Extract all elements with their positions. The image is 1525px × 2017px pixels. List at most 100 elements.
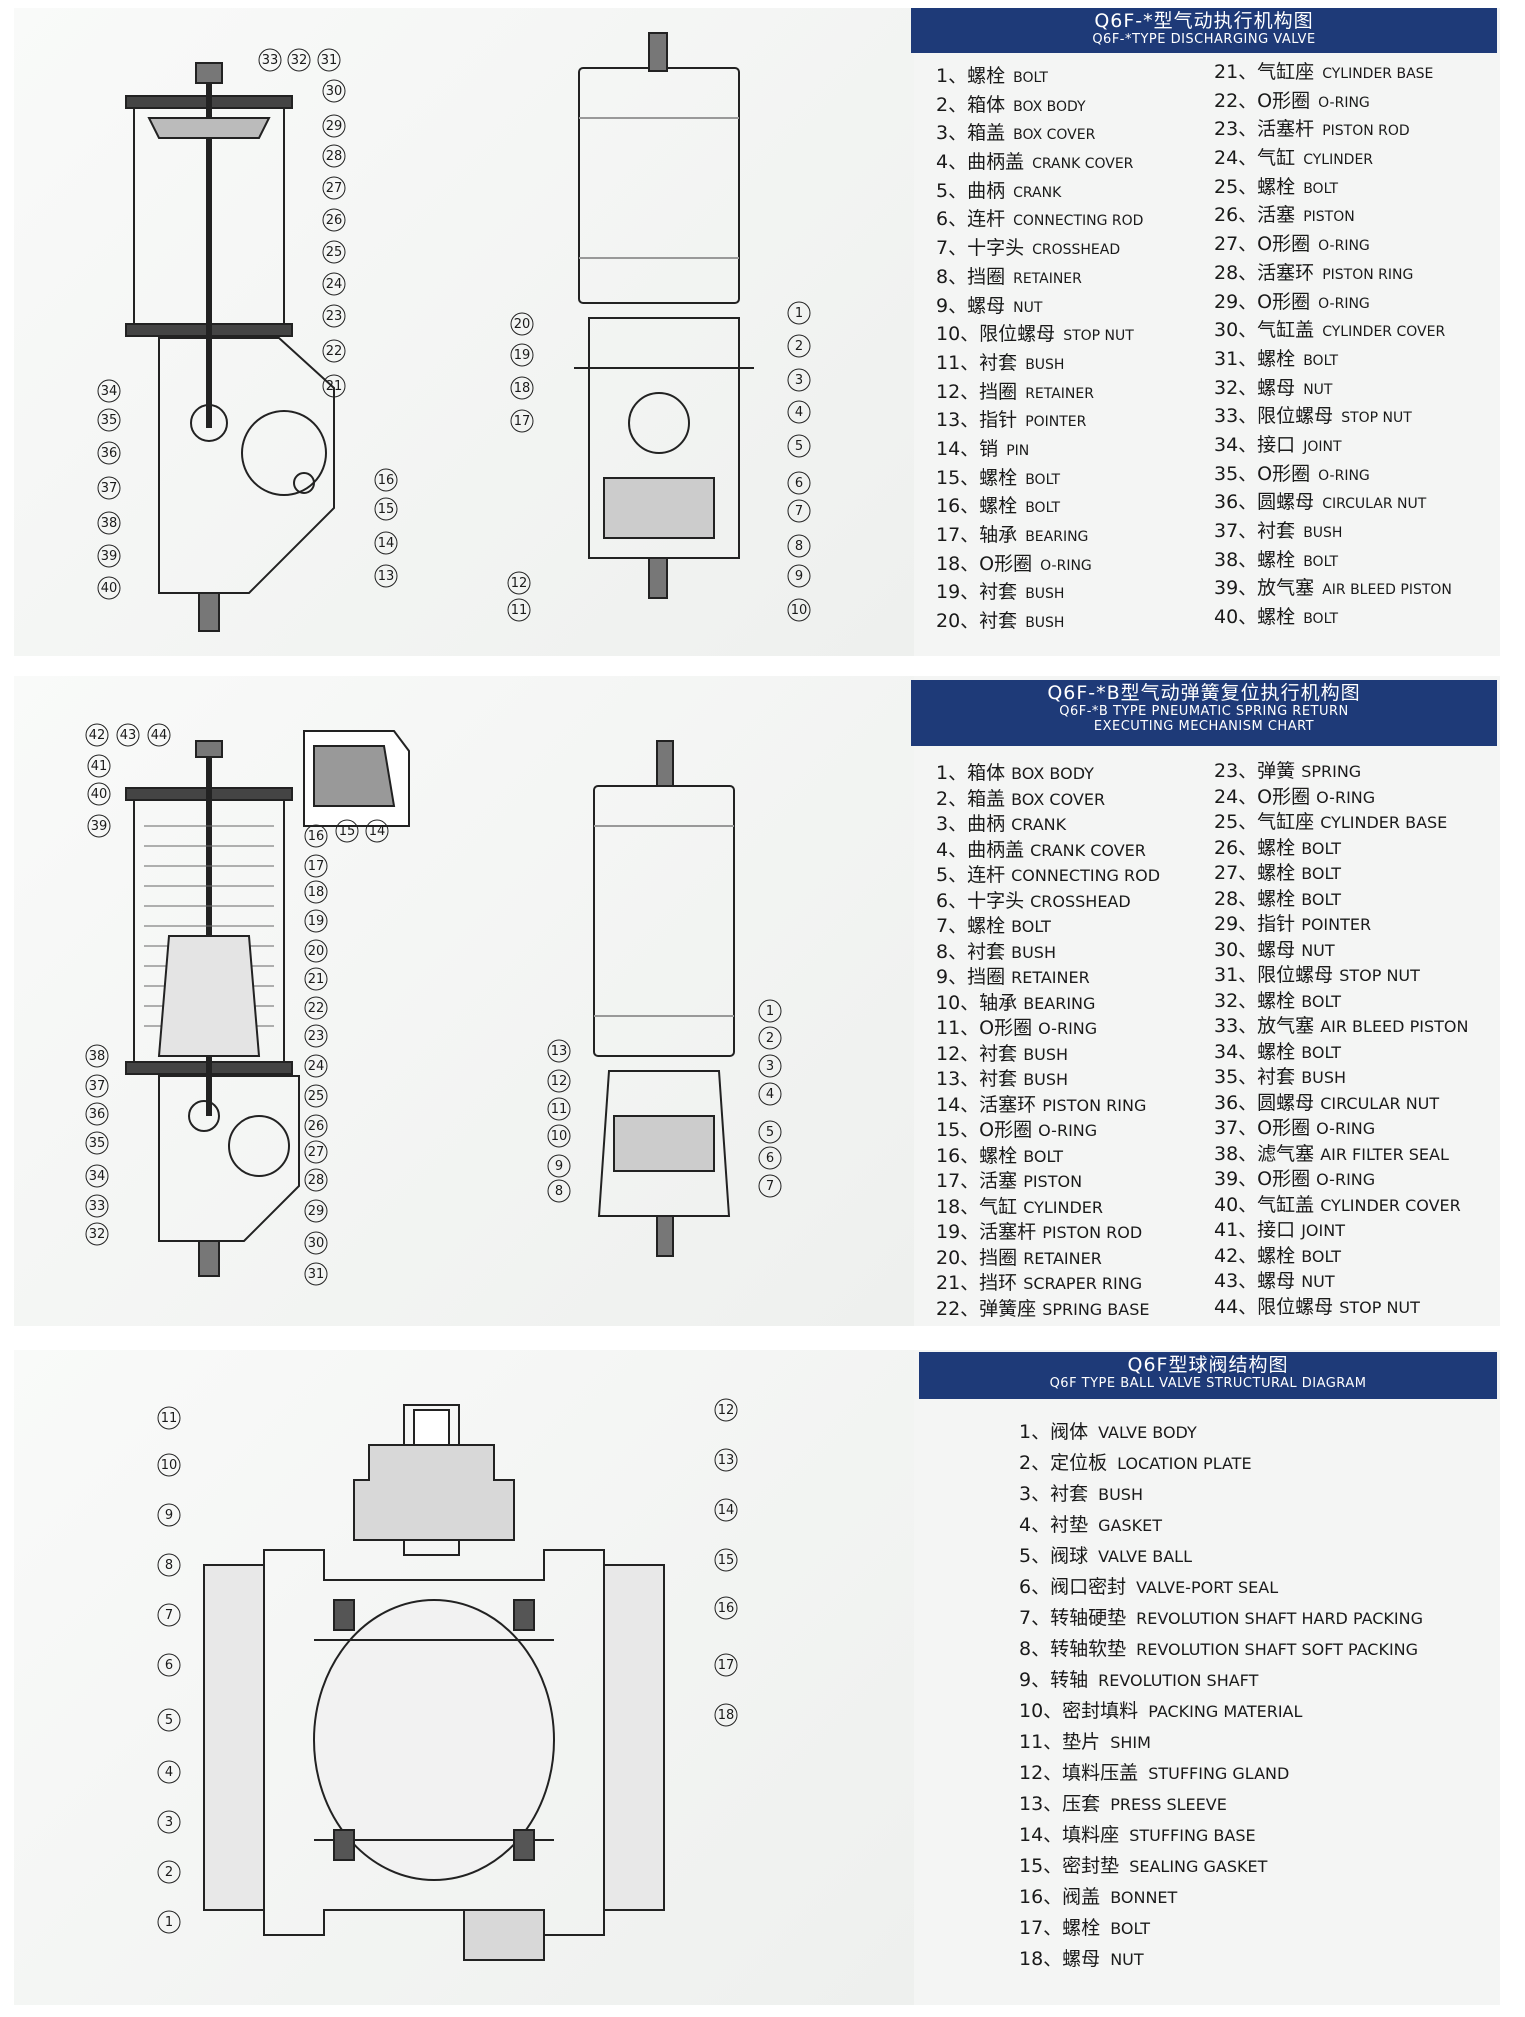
svg-text:12: 12 (511, 576, 528, 591)
svg-text:10: 10 (551, 1129, 568, 1144)
valve-ball (313, 1599, 555, 1881)
svg-text:15: 15 (718, 1553, 735, 1568)
svg-text:37: 37 (89, 1079, 106, 1094)
callouts-right: 20 19 18 17 1 2 3 4 5 6 7 8 9 10 12 11 (507, 301, 811, 622)
svg-text:30: 30 (326, 84, 343, 99)
svg-text:17: 17 (718, 1658, 735, 1673)
svg-text:14: 14 (718, 1503, 735, 1518)
svg-text:15: 15 (378, 502, 395, 517)
svg-text:35: 35 (89, 1136, 106, 1151)
svg-text:7: 7 (766, 1179, 774, 1194)
spring-callouts-right: 1 2 3 4 5 6 7 13 12 11 10 9 8 (547, 999, 782, 1203)
svg-text:8: 8 (555, 1184, 563, 1199)
svg-text:12: 12 (551, 1074, 568, 1089)
svg-text:4: 4 (165, 1765, 173, 1780)
svg-text:13: 13 (551, 1044, 568, 1059)
svg-text:17: 17 (514, 414, 531, 429)
svg-text:11: 11 (551, 1102, 568, 1117)
section-3-title-en: Q6F TYPE BALL VALVE STRUCTURAL DIAGRAM (1049, 1376, 1367, 1391)
svg-text:7: 7 (165, 1608, 173, 1623)
ball-valve-svg: 11 10 9 8 7 6 5 4 3 2 1 12 13 14 15 16 1… (157, 1398, 738, 1961)
ball-valve-drawing: 11 10 9 8 7 6 5 4 3 2 1 12 13 14 15 16 1… (14, 1350, 914, 2005)
svg-text:17: 17 (308, 859, 325, 874)
svg-text:40: 40 (101, 581, 118, 596)
svg-text:7: 7 (795, 504, 803, 519)
section-3-header: Q6F型球阀结构图 Q6F TYPE BALL VALVE STRUCTURAL… (919, 1352, 1497, 1399)
svg-text:44: 44 (151, 728, 168, 743)
svg-text:36: 36 (89, 1107, 106, 1122)
svg-text:32: 32 (291, 53, 308, 68)
section-1-title-zh: Q6F-*型气动执行机构图 (1094, 10, 1314, 32)
svg-text:18: 18 (718, 1708, 735, 1723)
spring-gearbox (158, 1075, 300, 1242)
svg-text:38: 38 (101, 516, 118, 531)
svg-text:12: 12 (718, 1403, 735, 1418)
svg-text:2: 2 (766, 1031, 774, 1046)
svg-text:9: 9 (165, 1508, 173, 1523)
svg-text:3: 3 (165, 1815, 173, 1830)
svg-text:27: 27 (308, 1145, 325, 1160)
svg-text:31: 31 (308, 1267, 325, 1282)
actuator-front-view (125, 62, 335, 632)
svg-text:13: 13 (718, 1453, 735, 1468)
svg-text:30: 30 (308, 1236, 325, 1251)
svg-text:34: 34 (101, 384, 118, 399)
svg-text:14: 14 (378, 536, 395, 551)
svg-text:5: 5 (165, 1713, 173, 1728)
spring-return-section: 42 43 44 41 40 39 16 15 14 17 18 19 20 2… (14, 676, 1500, 1326)
svg-text:9: 9 (795, 569, 803, 584)
svg-text:19: 19 (308, 914, 325, 929)
svg-text:16: 16 (378, 473, 395, 488)
svg-text:15: 15 (339, 824, 356, 839)
svg-text:38: 38 (89, 1049, 106, 1064)
svg-text:33: 33 (262, 53, 279, 68)
svg-text:10: 10 (791, 603, 808, 618)
spring-callouts-left: 42 43 44 41 40 39 16 15 14 17 18 19 20 2… (85, 723, 389, 1286)
svg-text:2: 2 (165, 1865, 173, 1880)
spring-actuator-svg: 42 43 44 41 40 39 16 15 14 17 18 19 20 2… (85, 723, 782, 1286)
svg-text:27: 27 (326, 181, 343, 196)
svg-text:16: 16 (308, 829, 325, 844)
svg-text:26: 26 (308, 1119, 325, 1134)
